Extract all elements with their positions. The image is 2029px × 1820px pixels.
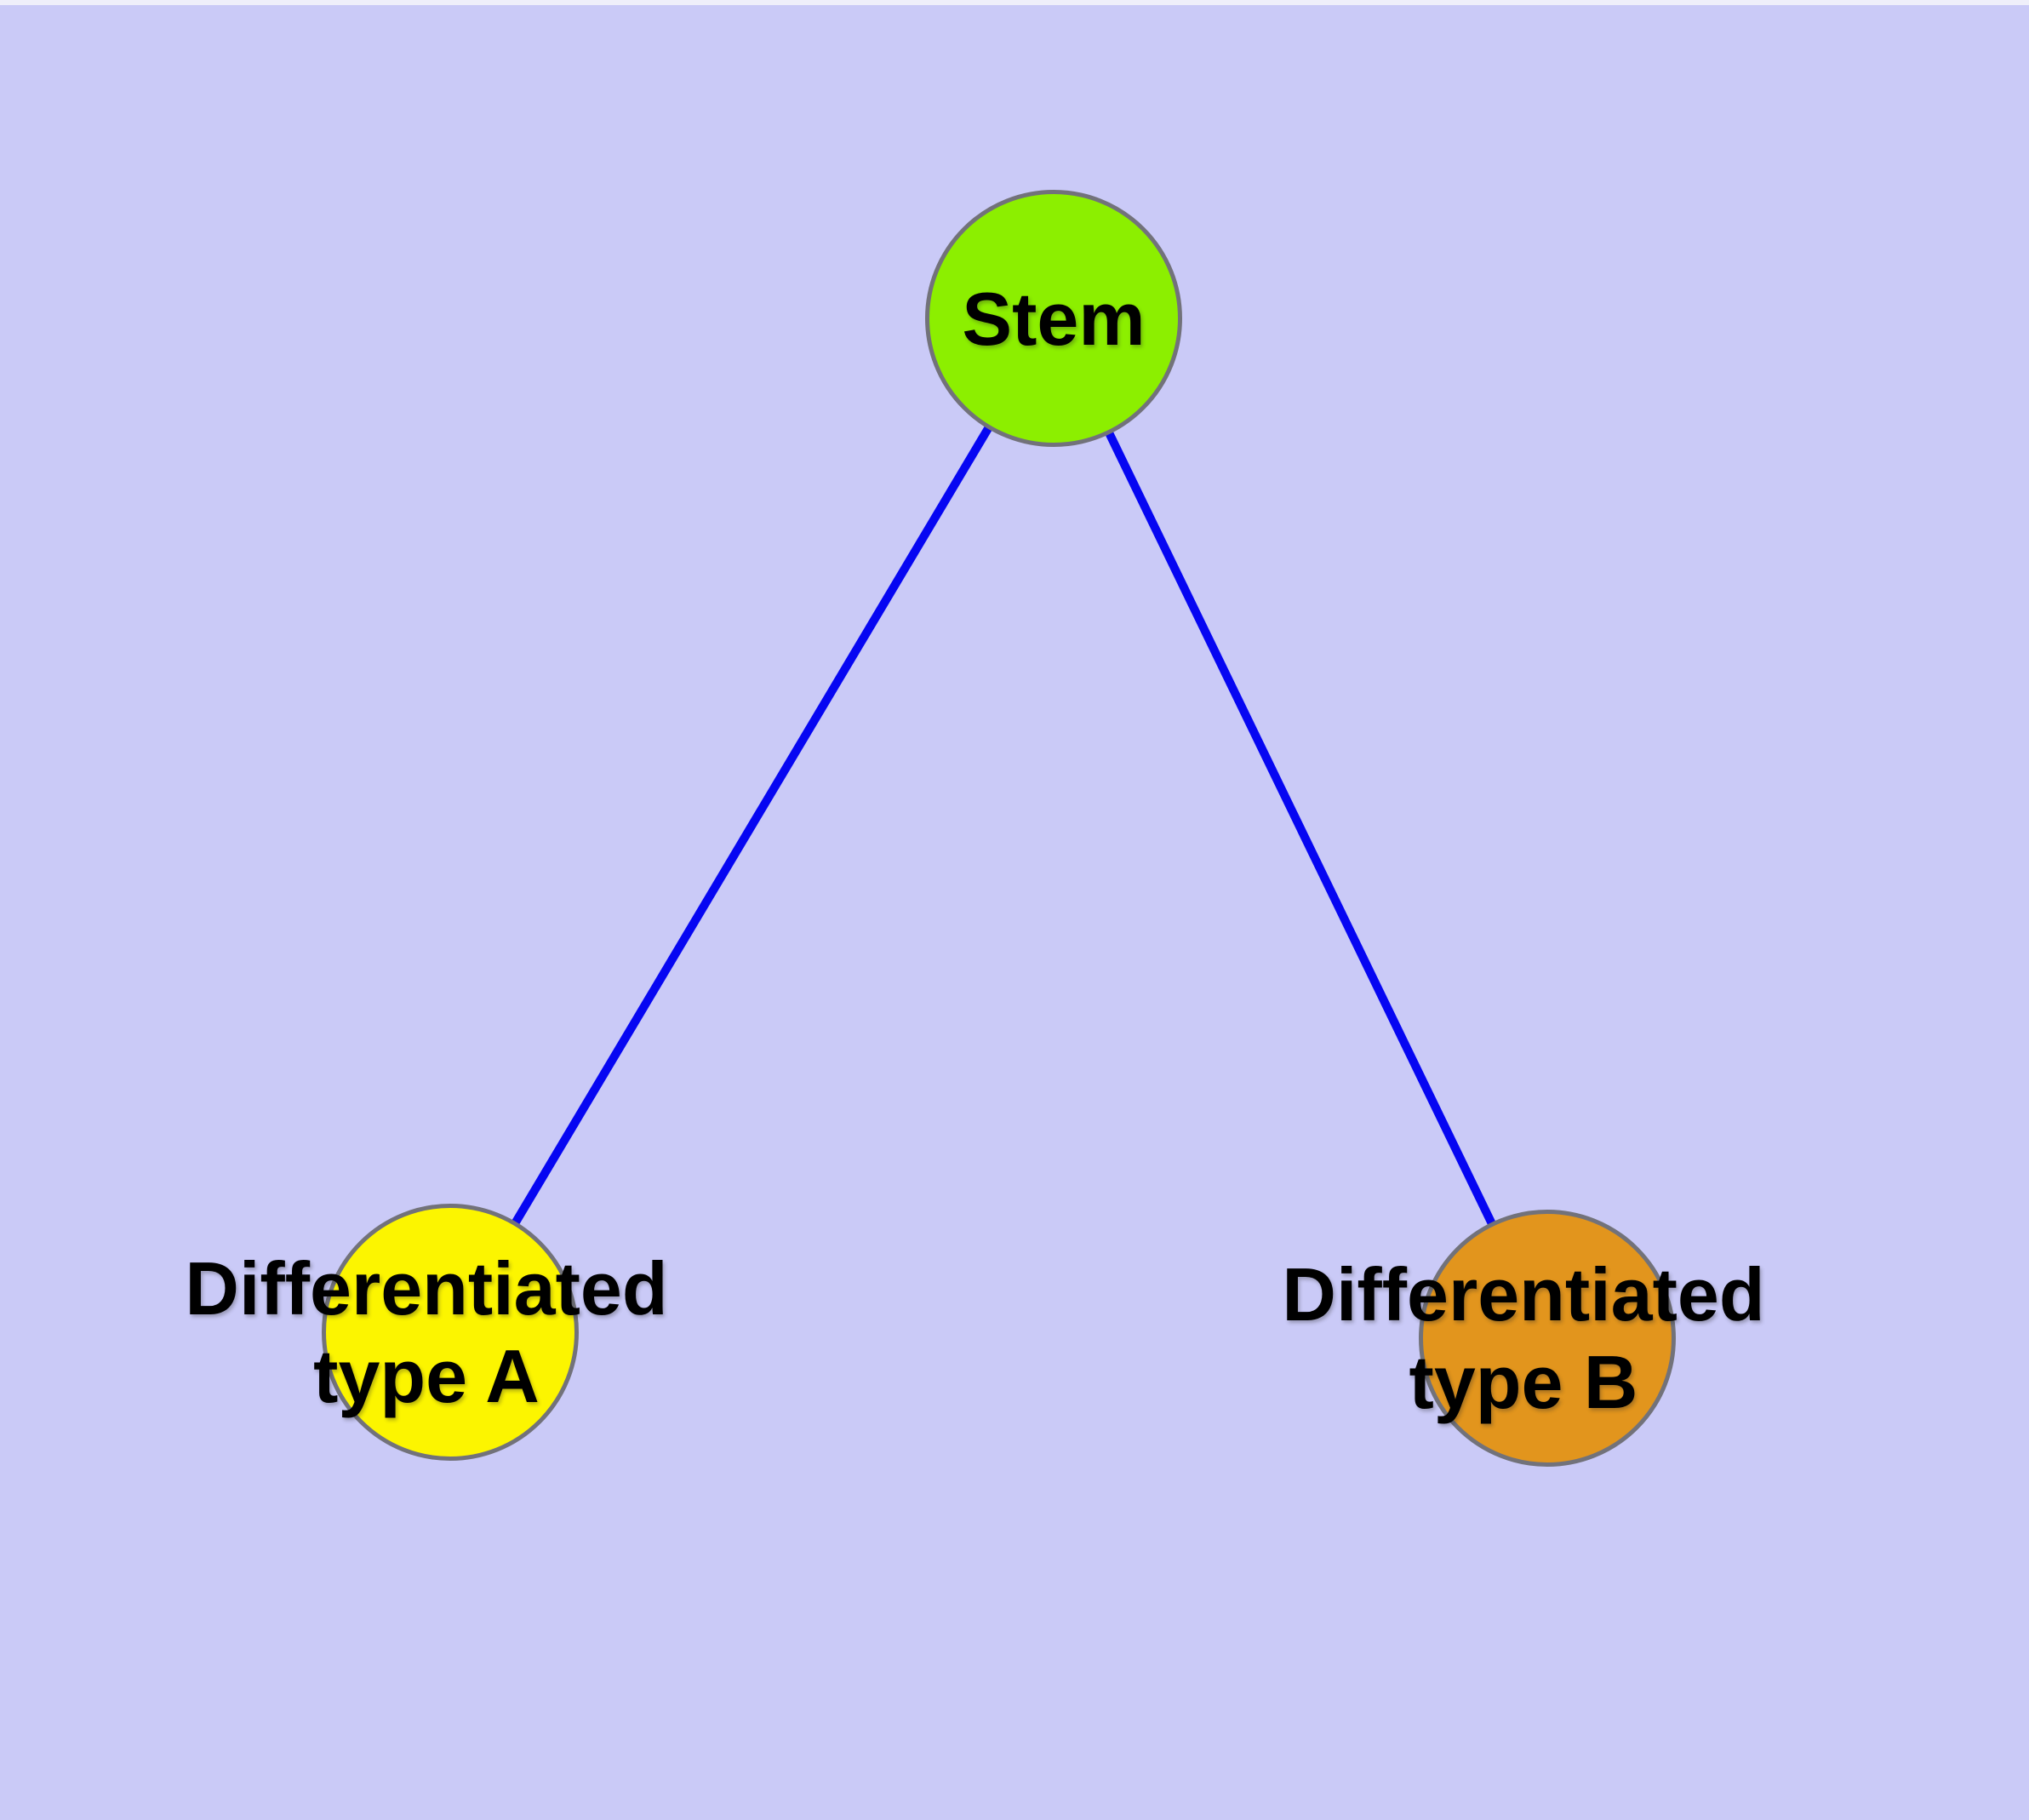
top-edge-strip (0, 0, 2029, 5)
node-differentiated-type-a: Differentiated type A (185, 1204, 668, 1461)
node-differentiated-type-b: Differentiated type B (1282, 1210, 1765, 1467)
node-stem-label: Stem (962, 275, 1145, 363)
node-stem: Stem (925, 190, 1182, 447)
node-stem-label-text: Stem (962, 276, 1146, 361)
edge-stem-to-type-a (446, 316, 1058, 1335)
edge-stem-to-type-b (1049, 316, 1552, 1341)
